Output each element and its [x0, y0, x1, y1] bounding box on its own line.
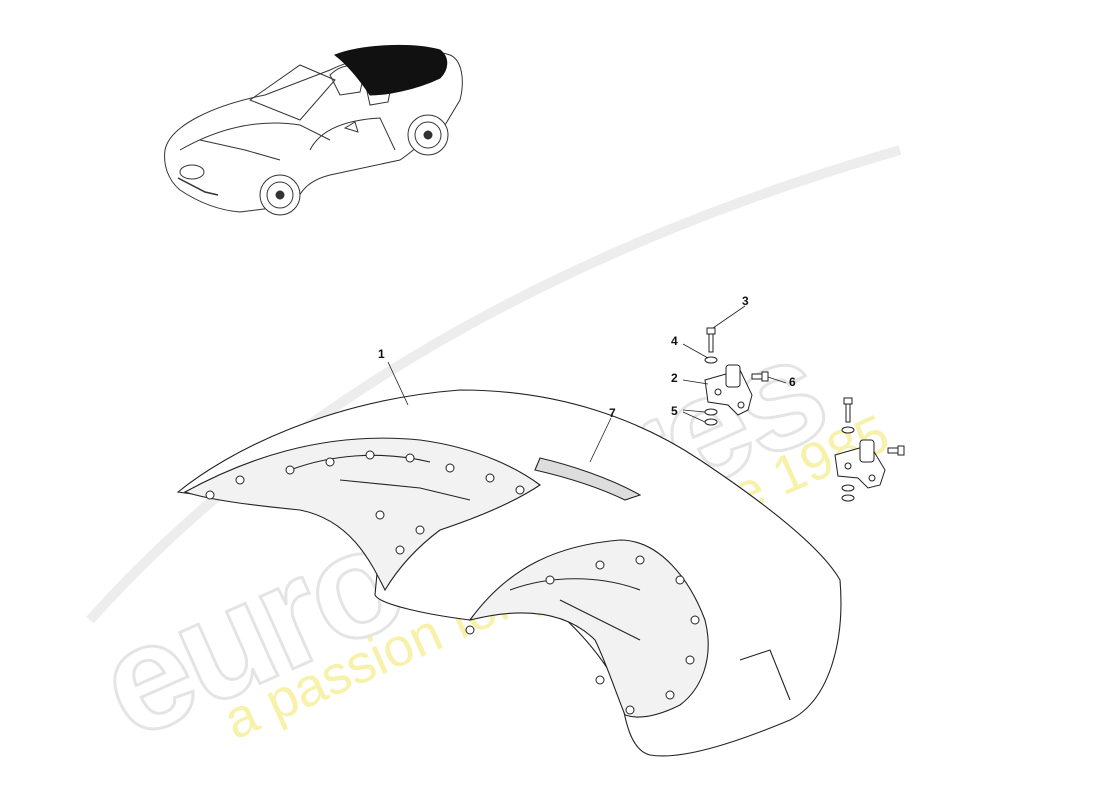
- leader-lines: [387, 305, 787, 463]
- bolt-icon-side: [751, 371, 769, 382]
- washer-icon: [704, 356, 718, 426]
- seal-strip: [534, 457, 642, 501]
- watermark-swoosh: [86, 145, 902, 624]
- callout-4: 4: [671, 334, 678, 348]
- callout-5: 5: [671, 404, 678, 418]
- callout-6: 6: [789, 375, 796, 389]
- hinge-bracket-icon: [704, 364, 753, 416]
- hinge-bracket-icon-2: [834, 397, 905, 502]
- callout-3: 3: [742, 294, 749, 308]
- convertible-car-icon: [164, 44, 463, 216]
- tonneau-cover-icon: [176, 389, 842, 757]
- callout-1: 1: [378, 347, 385, 361]
- callout-7: 7: [609, 406, 616, 420]
- callout-2: 2: [671, 371, 678, 385]
- fixing-points: [205, 450, 700, 715]
- tonneau-highlight: [333, 44, 448, 96]
- bolt-icon: [706, 327, 716, 353]
